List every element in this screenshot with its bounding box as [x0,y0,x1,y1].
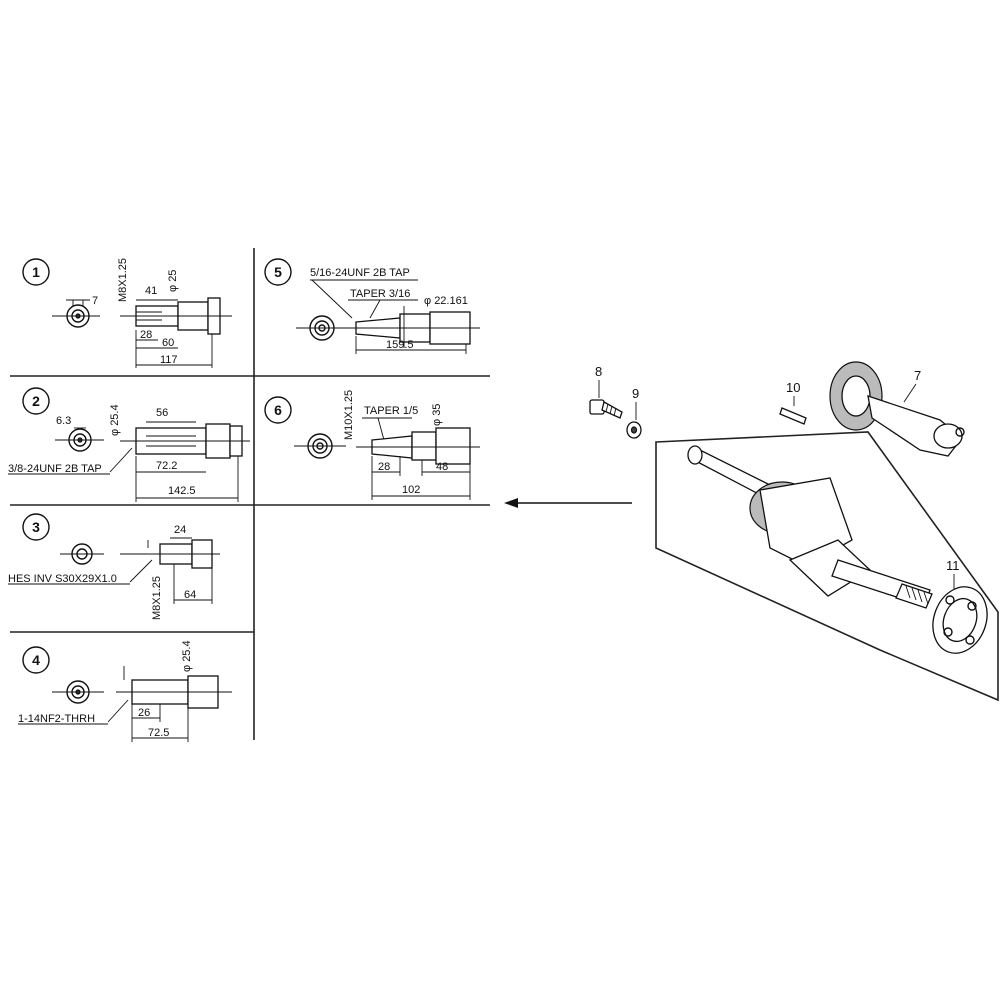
variant-4: 4 φ 25.4 26 72.5 1-14NF2-THRH [18,640,232,742]
taper-1-5: TAPER 1/5 [364,405,418,417]
dim-7: 7 [92,295,98,307]
dim-m8x125-v3: M8X1.25 [151,576,163,620]
bolt [589,399,623,419]
dim-phi25-4: φ 25.4 [109,404,121,436]
dim-m8x125: M8X1.25 [117,258,129,302]
dim-41: 41 [145,285,157,297]
exploded-view: 8 9 10 7 11 [589,361,999,702]
variant-4-badge [22,646,50,674]
reference-arrow [504,498,632,508]
dim-60: 60 [162,337,174,349]
variant-2-badge [22,387,50,415]
thread-1-14nf2: 1-14NF2-THRH [18,713,95,725]
variant-6: 6 M10X1.25 TAPER 1/5 φ 35 28 48 102 [264,390,480,500]
dim-117: 117 [160,354,178,366]
governor-gear [829,361,965,457]
variant-5-number: 5 [274,264,282,280]
dim-m10x125: M10X1.25 [343,390,355,440]
dim-phi25-4-v4: φ 25.4 [181,640,193,672]
bearing [932,586,988,654]
dim-159-5: 159.5 [386,339,414,351]
dim-56: 56 [156,407,168,419]
dim-26: 26 [138,707,150,719]
variant-3-number: 3 [32,519,40,535]
variant-2-number: 2 [32,393,40,409]
dim-102: 102 [402,484,420,496]
variant-5: 5 5/16-24UNF 2B TAP TAPER 3/16 φ 22.161 … [264,258,480,354]
dim-28: 28 [140,329,152,341]
variant-5-badge [264,258,292,286]
washer [626,421,642,439]
variant-2: 2 6.3 φ 25.4 56 72.2 142.5 3/8-24UNF 2B … [8,387,250,502]
taper-3-16: TAPER 3/16 [350,288,410,300]
dim-phi22-161: φ 22.161 [424,295,468,307]
dim-28-v6: 28 [378,461,390,473]
variant-grid [10,248,490,740]
callout-8: 8 [595,364,602,379]
callout-7: 7 [914,368,921,383]
variant-6-badge [264,396,292,424]
dim-64: 64 [184,589,196,601]
dim-phi35: φ 35 [431,404,443,426]
dim-phi25: φ 25 [167,270,179,292]
dim-72-2: 72.2 [156,460,177,472]
dim-72-5: 72.5 [148,727,169,739]
variant-4-number: 4 [32,652,40,668]
spline-hes-inv: HES INV S30X29X1.0 [8,573,117,585]
thread-5-16-24unf: 5/16-24UNF 2B TAP [310,267,410,279]
variant-3: 3 24 M8X1.25 64 HES INV S30X29X1.0 [8,513,220,620]
assembly-outline [655,431,999,702]
dim-6-3: 6.3 [56,415,71,427]
callout-10: 10 [786,380,800,395]
crankshaft [687,445,933,609]
callouts: 8 9 10 7 11 [595,364,960,590]
variant-6-number: 6 [274,402,282,418]
key [779,407,807,425]
variant-3-badge [22,513,50,541]
thread-3-8-24unf: 3/8-24UNF 2B TAP [8,463,102,475]
variant-1-badge [22,258,50,286]
dim-142-5: 142.5 [168,485,196,497]
variant-1: 1 7 41 M8X1.25 φ 25 28 60 117 [22,258,232,368]
callout-9: 9 [632,386,639,401]
dim-24: 24 [174,524,186,536]
variant-1-number: 1 [32,264,40,280]
dim-48: 48 [436,461,448,473]
callout-11: 11 [946,558,960,573]
